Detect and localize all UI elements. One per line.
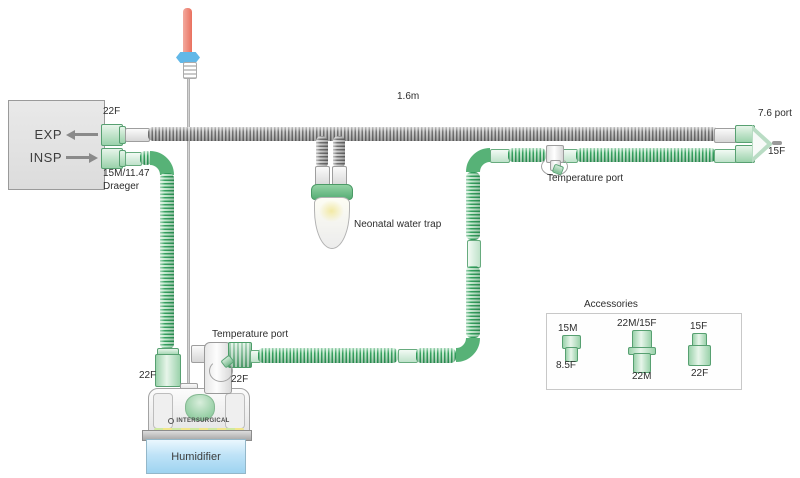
adapter2-top-label: 22M/15F xyxy=(617,318,657,329)
elbow-cap-tether xyxy=(209,360,233,382)
trap-drop-tube-left xyxy=(316,136,328,168)
brand-label: INTERSURGICAL xyxy=(176,418,230,424)
riser-tube-lower xyxy=(466,266,480,338)
water-trap-bowl xyxy=(314,197,350,249)
adapter3-bottom-label: 22F xyxy=(691,368,709,379)
intersurgical-logo-icon xyxy=(168,418,175,424)
insp-bend xyxy=(150,151,174,175)
humidifier-chamber: INTERSURGICAL xyxy=(148,388,250,436)
insp-arrow-icon xyxy=(66,152,98,163)
wye-port-label: 7.6 port xyxy=(758,108,792,119)
wye-patient-tip xyxy=(772,141,782,145)
humidifier-base: Humidifier xyxy=(146,439,246,474)
top-tube-2 xyxy=(576,148,716,162)
water-trap-label: Neonatal water trap xyxy=(354,219,442,230)
top-wye-cuff xyxy=(714,149,737,163)
insp-label: INSP xyxy=(29,150,62,165)
exp-row: EXP xyxy=(34,127,98,142)
exp-wye-cuff xyxy=(714,128,737,143)
adapter3-top-label: 15F xyxy=(690,321,708,332)
humidifier-inlet-size-label: 22F xyxy=(139,370,157,381)
exp-tube-cuff xyxy=(125,128,150,142)
adapter3-bottom xyxy=(688,345,711,366)
elbow-outlet-cap xyxy=(228,342,252,368)
adapter2-bottom xyxy=(633,353,651,373)
accessories-title: Accessories xyxy=(584,299,638,310)
top-tube-1 xyxy=(508,148,546,162)
riser-bend-top xyxy=(466,148,490,172)
ventilator-box: EXP INSP xyxy=(8,100,105,190)
probe-collar xyxy=(183,62,197,79)
out-tube-joint xyxy=(398,349,418,363)
humidifier-label: Humidifier xyxy=(171,450,221,463)
riser-tube-upper xyxy=(466,172,480,240)
probe-luer-connector xyxy=(176,52,200,63)
top-tube-cuff xyxy=(490,149,510,163)
exp-arrow-icon xyxy=(66,129,98,140)
out-bend-bottom xyxy=(456,338,480,362)
elbow-size-label: 22F xyxy=(231,374,249,385)
humidifier-inlet-connector xyxy=(155,354,181,387)
adapter1-bottom-label: 8.5F xyxy=(556,360,577,371)
adapter2-bottom-label: 22M xyxy=(632,371,652,382)
exp-label: EXP xyxy=(34,127,62,142)
insp-row: INSP xyxy=(30,150,98,165)
adapter1-bottom xyxy=(565,347,578,362)
brand-row: INTERSURGICAL xyxy=(149,418,249,424)
exp-port-size-label: 22F xyxy=(103,106,121,117)
insp-tube-vertical xyxy=(160,173,174,349)
chamber-dome xyxy=(185,394,215,421)
probe-handle xyxy=(183,8,192,54)
probe-cable xyxy=(187,74,190,394)
riser-joint xyxy=(467,240,481,268)
out-tube-2 xyxy=(416,348,456,363)
insp-tube-horizontal xyxy=(140,151,152,165)
wye-funnel-inner xyxy=(753,131,767,157)
insp-port-size-label: 15M/11.47 xyxy=(103,168,150,179)
tube-length-label: 1.6m xyxy=(397,91,420,102)
elbow-temp-port-label: Temperature port xyxy=(212,329,289,340)
exp-corrugated-tube xyxy=(148,127,718,141)
circuit-temp-port-label: Temperature port xyxy=(547,173,624,184)
out-tube-1 xyxy=(258,348,398,363)
adapter1-top-label: 15M xyxy=(558,323,578,334)
wye-size-label: 15F xyxy=(768,146,786,157)
temp-port-tether xyxy=(541,157,568,176)
trap-drop-tube-right xyxy=(333,136,345,168)
insp-port-brand-label: Draeger xyxy=(103,181,140,192)
